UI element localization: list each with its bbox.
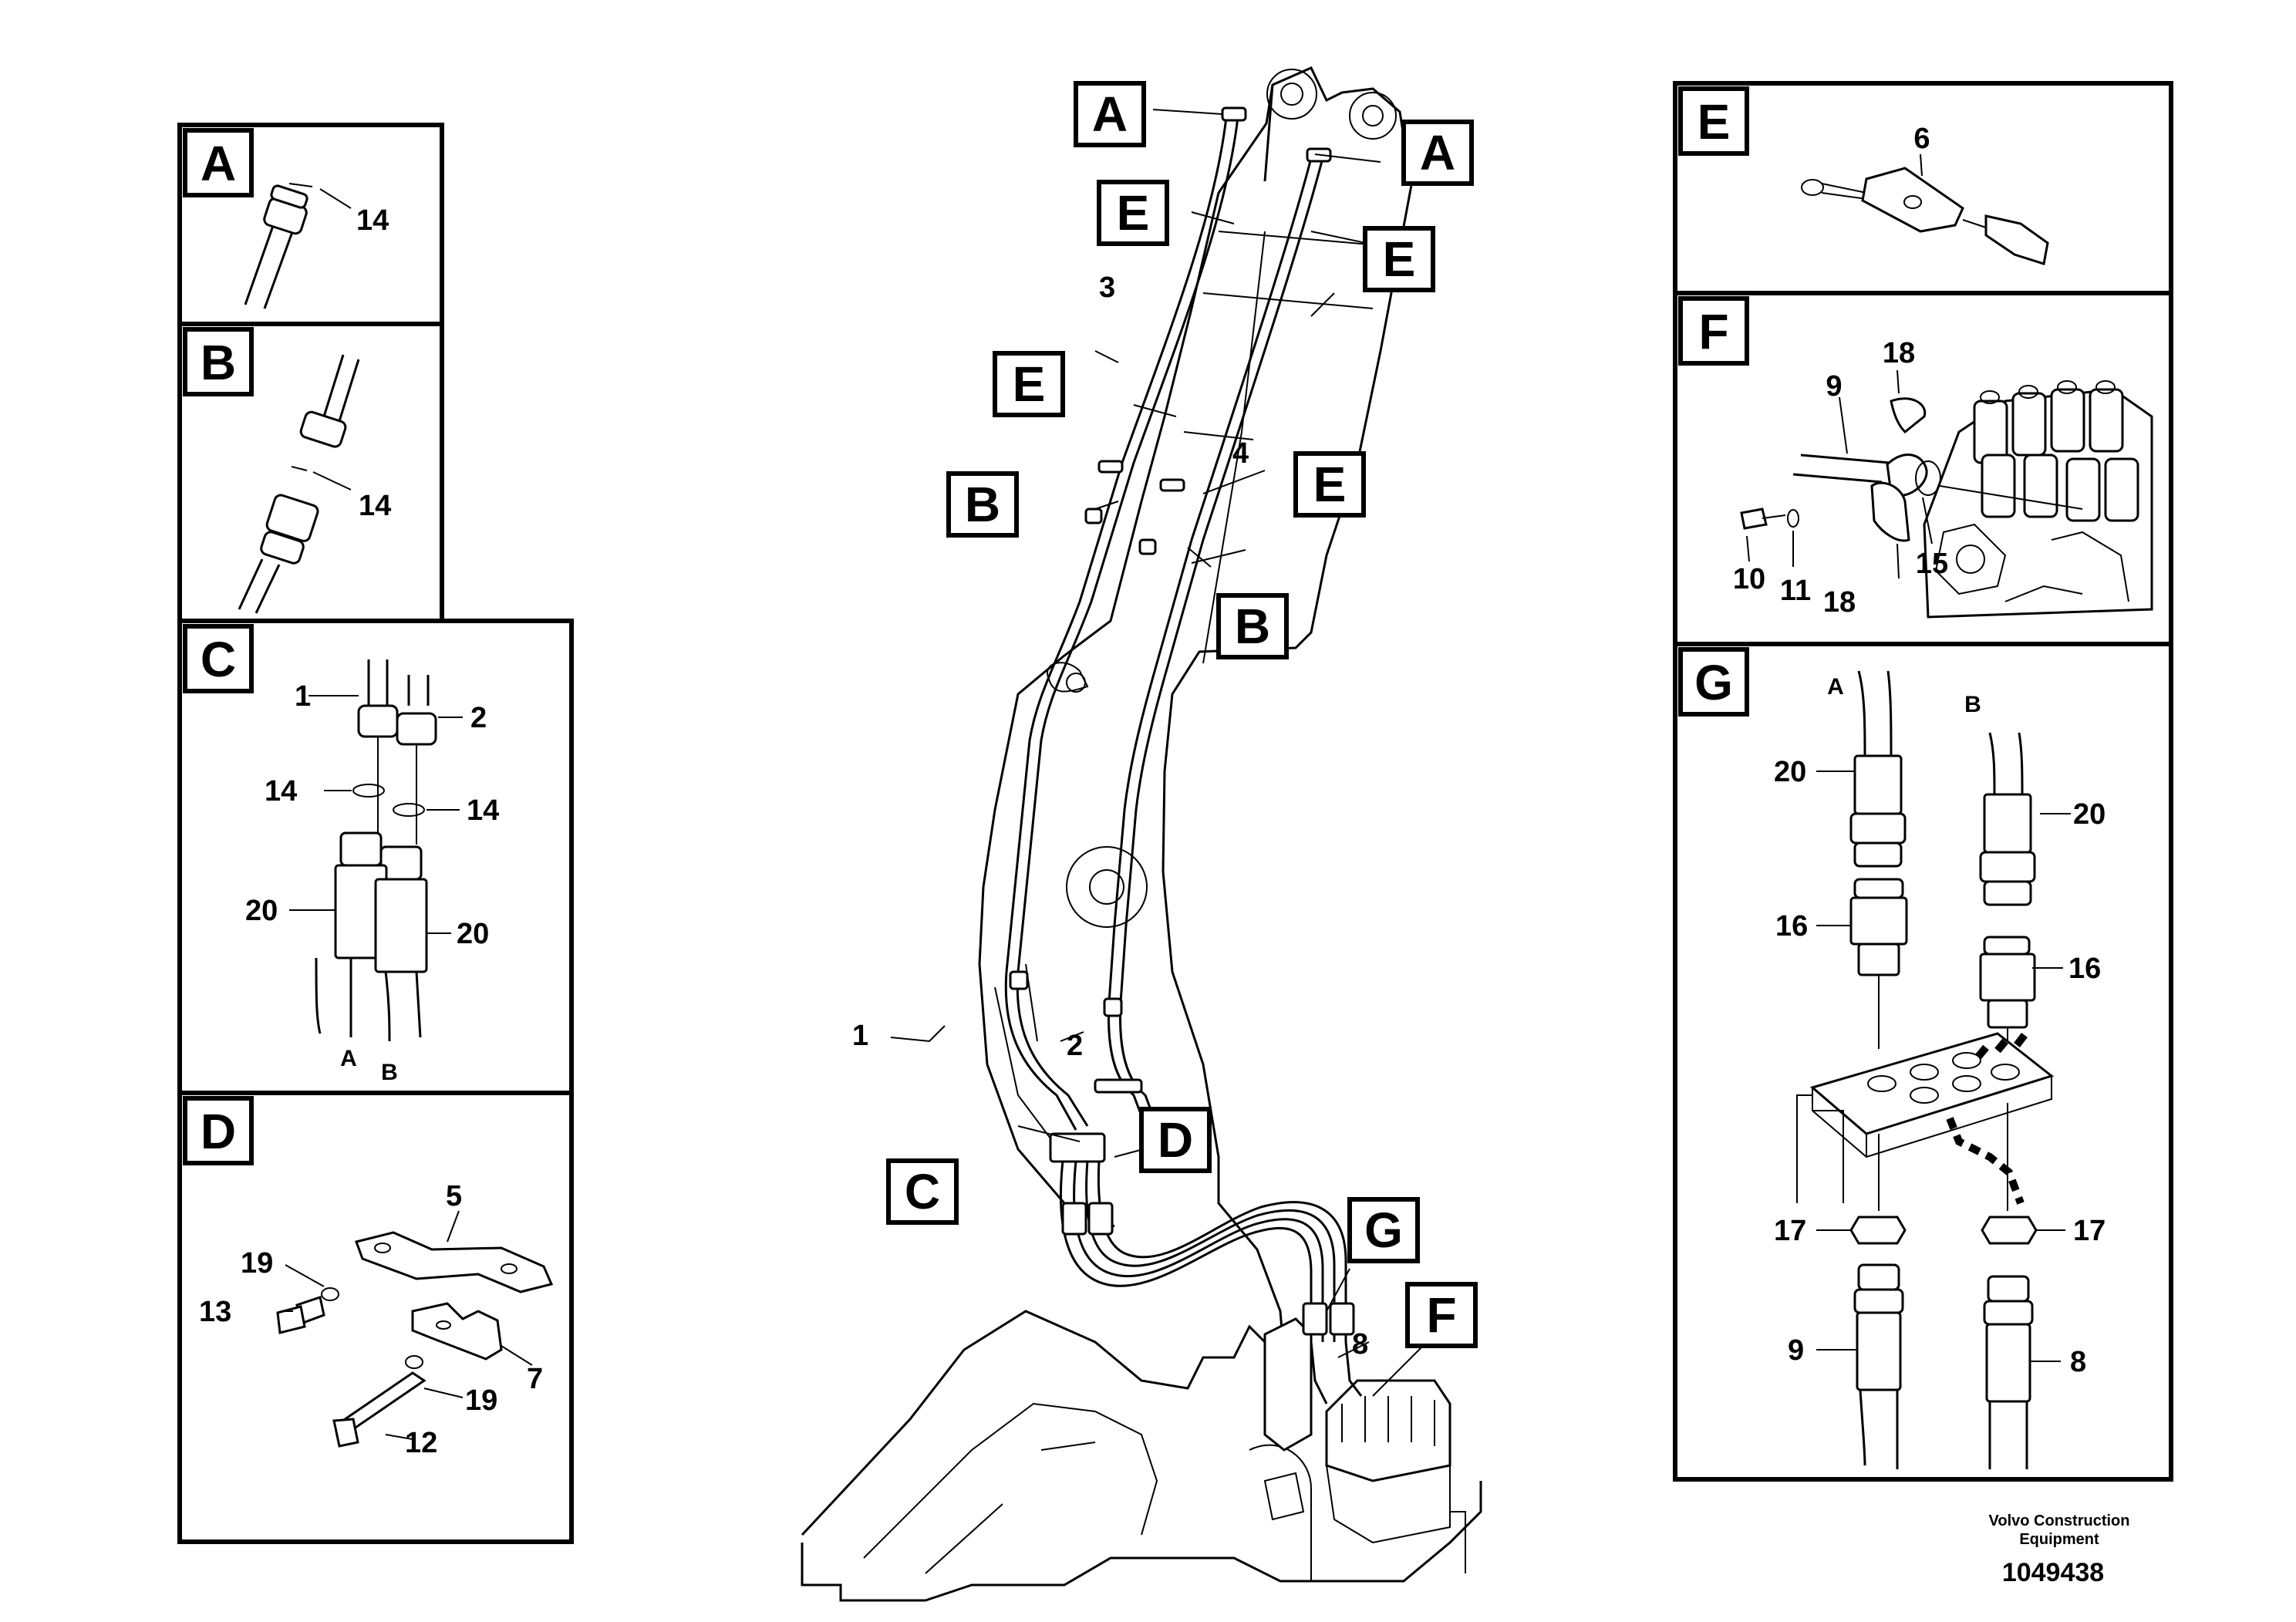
panel-d-tag xyxy=(183,1096,254,1165)
panel-e-tag-label: E xyxy=(1698,94,1731,150)
panel-d-label-5: 5 xyxy=(446,1180,462,1212)
part-label-3: 3 xyxy=(1099,271,1115,304)
callout-a-left: A xyxy=(1092,86,1128,142)
doc-number: 1049438 xyxy=(2002,1558,2104,1587)
panel-e-tag xyxy=(1678,86,1749,156)
panel-g-label-8: 8 xyxy=(2070,1346,2086,1378)
part-label-2: 2 xyxy=(1067,1030,1083,1062)
panel-c-end-b: B xyxy=(381,1060,398,1085)
panel-g-label-20-left: 20 xyxy=(1774,756,1806,788)
callout-f: F xyxy=(1426,1287,1456,1343)
panel-g-label-17-right: 17 xyxy=(2073,1215,2106,1247)
panel-f-label-18-bottom: 18 xyxy=(1823,586,1856,619)
panel-f-label-10: 10 xyxy=(1733,563,1765,595)
panel-c-label-14-left: 14 xyxy=(265,775,297,808)
panel-f: F 18 xyxy=(1673,291,2173,646)
panel-d-label-19-top: 19 xyxy=(241,1247,273,1280)
panel-f-tag xyxy=(1678,296,1749,366)
panel-g-tag-label: G xyxy=(1694,655,1733,710)
callout-e-upper-right: E xyxy=(1383,231,1416,287)
footer-company-line2: Equipment xyxy=(2019,1531,2099,1548)
panel-f-label-18-top: 18 xyxy=(1883,337,1915,369)
panel-d-label-12: 12 xyxy=(405,1427,437,1459)
panel-e: E 6 xyxy=(1673,81,2173,295)
callout-a-right: A xyxy=(1420,125,1455,180)
clamp-bracket-illustration xyxy=(276,1210,554,1448)
panel-d-label-19-bottom: 19 xyxy=(465,1384,497,1417)
part-label-8: 8 xyxy=(1352,1328,1368,1361)
panel-b-tag-label: B xyxy=(201,335,236,390)
footer: Volvo Construction Equipment 1049438 xyxy=(1989,1512,2130,1587)
panel-a-label-14: 14 xyxy=(356,204,389,237)
hose-pair-illustration xyxy=(289,659,463,1042)
panel-g-end-b: B xyxy=(1964,692,1981,717)
control-valve-illustration xyxy=(1740,369,2153,619)
callout-b-right: B xyxy=(1235,599,1270,654)
panel-f-tag-label: F xyxy=(1698,304,1728,359)
panel-d-frame xyxy=(177,1091,574,1544)
panel-g-tag xyxy=(1678,647,1749,717)
panel-f-label-15: 15 xyxy=(1916,548,1948,580)
panel-c-label-20-left: 20 xyxy=(245,895,278,927)
part-label-1: 1 xyxy=(852,1020,868,1052)
panel-g-label-16-right: 16 xyxy=(2068,953,2101,985)
panel-g-end-a: A xyxy=(1827,674,1844,700)
part-label-4: 4 xyxy=(1232,437,1249,470)
panel-f-label-11: 11 xyxy=(1780,575,1811,607)
panel-c-label-2: 2 xyxy=(470,702,487,734)
panel-d-label-7: 7 xyxy=(527,1363,543,1395)
callout-e-mid-right: E xyxy=(1313,457,1347,512)
panel-g-label-16-left: 16 xyxy=(1775,910,1808,943)
boom-illustration xyxy=(801,66,1482,1602)
panel-c-tag xyxy=(183,624,254,693)
panel-c-tag-label: C xyxy=(201,632,236,687)
panel-c-label-1: 1 xyxy=(295,680,311,713)
panel-g: G xyxy=(1673,642,2173,1482)
panel-g-label-20-right: 20 xyxy=(2073,798,2106,831)
bulkhead-fitting-illustration xyxy=(1796,670,2071,1469)
panel-b-label-14: 14 xyxy=(359,490,391,522)
panel-c-label-20-right: 20 xyxy=(457,918,489,950)
panel-a-tag-label: A xyxy=(201,136,236,191)
panel-a-tag xyxy=(183,128,254,197)
panel-g-label-17-left: 17 xyxy=(1774,1215,1806,1247)
main-callouts: A A E E E E B B D C G F xyxy=(886,81,1478,1348)
panel-g-label-9: 9 xyxy=(1788,1334,1804,1367)
hose-coupling-illustration xyxy=(238,354,360,614)
footer-company-line1: Volvo Construction xyxy=(1989,1512,2130,1529)
panel-g-frame xyxy=(1673,642,2173,1482)
callout-g: G xyxy=(1364,1202,1403,1258)
callout-e-mid-left: E xyxy=(1013,356,1046,412)
hose-end-illustration xyxy=(244,183,352,309)
panel-c-end-a: A xyxy=(340,1046,357,1071)
panel-d: D 5 19 13 7 19 12 xyxy=(177,1091,574,1544)
panel-d-label-13: 13 xyxy=(199,1296,231,1328)
cable-tie-illustration xyxy=(1801,153,2049,265)
panel-a: A 14 xyxy=(177,123,444,326)
panel-b: B 14 xyxy=(177,322,444,623)
panel-b-tag xyxy=(183,327,254,396)
callout-d: D xyxy=(1158,1112,1193,1168)
panel-d-tag-label: D xyxy=(201,1104,236,1159)
callout-e-upper-left: E xyxy=(1117,185,1150,241)
panel-c: C 1 2 14 14 20 20 A B xyxy=(177,619,574,1095)
callout-b-left: B xyxy=(965,477,1000,532)
panel-c-label-14-right: 14 xyxy=(467,794,499,827)
callout-c: C xyxy=(905,1164,940,1219)
panel-f-label-9: 9 xyxy=(1826,370,1842,403)
panel-e-label-6: 6 xyxy=(1913,123,1930,155)
